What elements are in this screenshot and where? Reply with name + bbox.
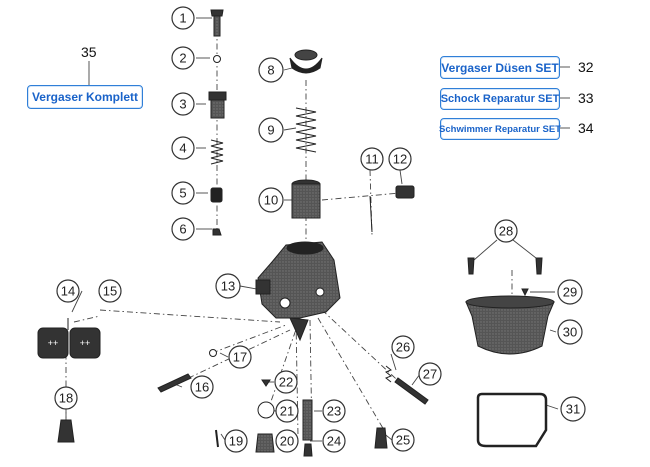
callout-29: 29 <box>563 285 577 300</box>
callout-3: 3 <box>179 97 186 112</box>
set-number-schwimmer: 34 <box>578 120 594 136</box>
callout-15: 15 <box>103 284 117 299</box>
callout-22: 22 <box>279 375 293 390</box>
callout-1: 1 <box>179 11 186 26</box>
callout-23: 23 <box>327 404 341 419</box>
callout-16: 16 <box>195 380 209 395</box>
set-number-schock: 33 <box>578 90 594 106</box>
callout-12: 12 <box>393 152 407 167</box>
callout-20: 20 <box>280 434 294 449</box>
callout-13: 13 <box>221 279 235 294</box>
callout-6: 6 <box>179 222 186 237</box>
schock-reparatur-set-button[interactable]: Schock Reparatur SET <box>440 88 560 110</box>
callout-27: 27 <box>423 367 437 382</box>
callout-18: 18 <box>59 391 73 406</box>
callout-5: 5 <box>179 186 186 201</box>
callout-26: 26 <box>396 340 410 355</box>
svg-text:++: ++ <box>48 338 59 348</box>
callout-24: 24 <box>327 434 341 449</box>
callout-9: 9 <box>267 123 274 138</box>
callout-31: 31 <box>566 402 580 417</box>
schwimmer-reparatur-set-button[interactable]: Schwimmer Reparatur SET <box>439 118 561 140</box>
vergaser-komplett-button[interactable]: Vergaser Komplett <box>27 85 143 109</box>
svg-text:++: ++ <box>80 338 91 348</box>
callout-8: 8 <box>267 63 274 78</box>
set-number-komplett: 35 <box>81 44 97 60</box>
callout-28: 28 <box>499 224 513 239</box>
callout-circles <box>54 6 586 453</box>
callout-4: 4 <box>179 141 186 156</box>
callout-11: 11 <box>365 152 379 167</box>
callout-21: 21 <box>280 404 294 419</box>
set-number-duesen: 32 <box>578 59 594 75</box>
part-drawings: ++ ++ <box>37 9 555 457</box>
vergaser-duesen-set-button[interactable]: Vergaser Düsen SET <box>440 56 560 79</box>
callout-14: 14 <box>61 284 75 299</box>
callout-17: 17 <box>233 350 247 365</box>
callout-19: 19 <box>229 434 243 449</box>
callout-25: 25 <box>396 433 410 448</box>
callout-2: 2 <box>179 51 186 66</box>
callout-10: 10 <box>264 193 278 208</box>
callout-30: 30 <box>563 325 577 340</box>
